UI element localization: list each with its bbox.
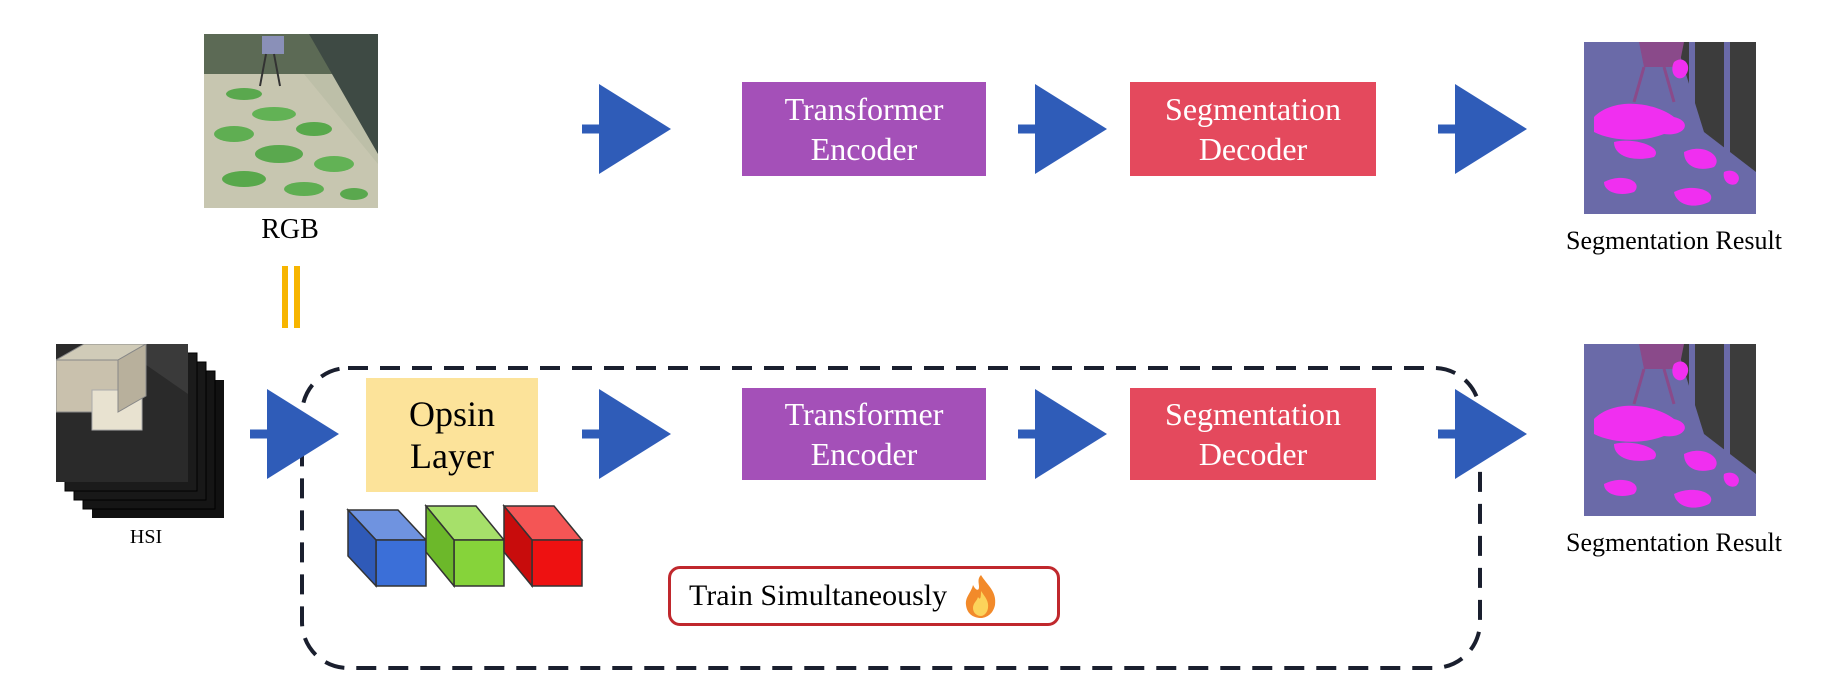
training-region-border <box>300 366 1482 670</box>
bottom-decoder-line2: Decoder <box>1198 436 1308 472</box>
train-badge-label: Train Simultaneously <box>689 579 948 612</box>
opsin-line1: Opsin <box>408 394 495 434</box>
bottom-transformer-encoder: Transformer Encoder <box>742 388 986 480</box>
cube-red <box>502 503 584 589</box>
top-decoder-line2: Decoder <box>1198 131 1308 167</box>
bottom-result-label: Segmentation Result <box>1566 528 1782 557</box>
rgb-label: RGB <box>261 214 319 245</box>
top-encoder-line1: Transformer <box>784 91 944 127</box>
cube-green <box>424 503 506 589</box>
hsi-image-stack <box>54 343 236 520</box>
top-segmentation-decoder: Segmentation Decoder <box>1130 82 1376 176</box>
fire-icon <box>961 573 1001 619</box>
top-transformer-encoder: Transformer Encoder <box>742 82 986 176</box>
cube-blue <box>346 508 428 588</box>
bottom-encoder-line1: Transformer <box>784 396 944 432</box>
bottom-encoder-line2: Encoder <box>810 436 918 472</box>
opsin-line2: Layer <box>410 436 494 476</box>
top-segmentation-result-image <box>1584 42 1756 214</box>
train-simultaneously-badge: Train Simultaneously <box>668 566 1060 626</box>
top-encoder-line2: Encoder <box>810 131 918 167</box>
hsi-label: HSI <box>129 526 163 548</box>
equivalence-bars <box>280 266 304 328</box>
bottom-decoder-line1: Segmentation <box>1165 396 1341 432</box>
opsin-cubes <box>346 503 584 589</box>
rgb-image <box>204 34 378 208</box>
bottom-segmentation-result-image <box>1584 344 1756 516</box>
top-decoder-line1: Segmentation <box>1165 91 1341 127</box>
opsin-layer: Opsin Layer <box>366 378 538 492</box>
bottom-segmentation-decoder: Segmentation Decoder <box>1130 388 1376 480</box>
top-result-label: Segmentation Result <box>1566 226 1782 255</box>
